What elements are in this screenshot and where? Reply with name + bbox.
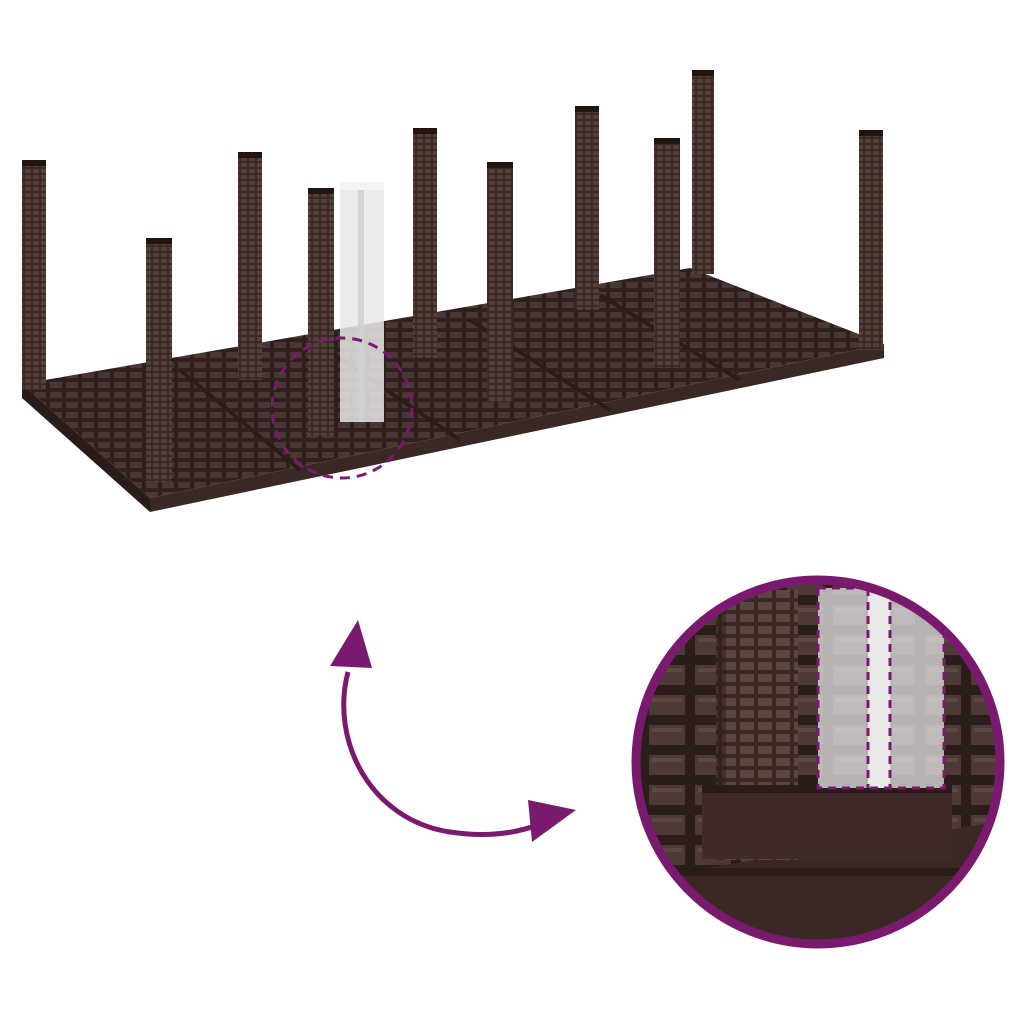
zoom-frame-ring: [631, 575, 1005, 949]
planter-frame: [22, 70, 884, 512]
tray-side-edge: [150, 344, 884, 512]
post: [487, 162, 513, 402]
post: [859, 130, 883, 350]
post: [575, 106, 599, 310]
post-group: [22, 70, 883, 482]
post: [22, 160, 46, 390]
post: [308, 188, 334, 436]
post: [146, 238, 172, 482]
zoom-detail: [631, 575, 1005, 949]
post: [692, 70, 714, 274]
post: [413, 128, 437, 358]
tray-front-edge: [22, 384, 150, 512]
zoom-translucent-insert: [816, 586, 946, 790]
translucent-insert-post: [340, 182, 384, 422]
curved-double-arrow-icon: [330, 620, 576, 842]
dashed-circle-marker-icon: [270, 336, 414, 480]
post: [238, 152, 262, 380]
post: [654, 138, 680, 368]
